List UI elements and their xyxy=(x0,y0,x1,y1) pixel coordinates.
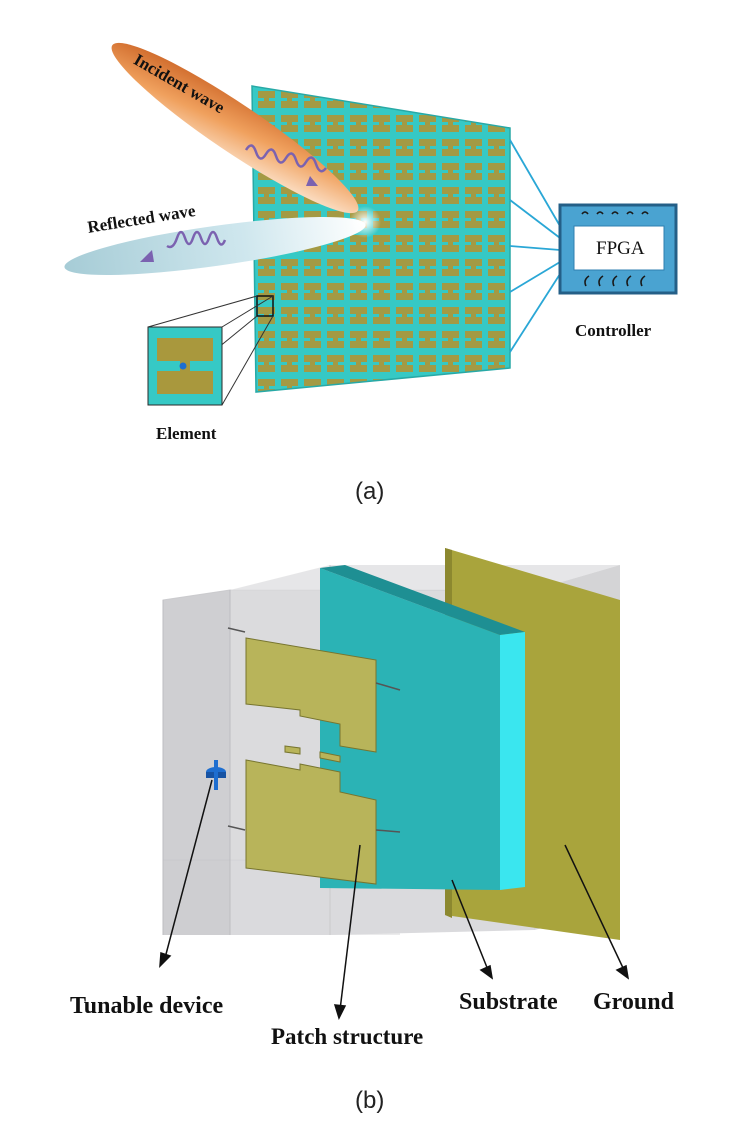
impact-glow xyxy=(349,206,381,238)
tunable-device-label: Tunable device xyxy=(70,993,224,1019)
reflected-wave-arrow xyxy=(140,230,227,262)
fpga-chip-label: FPGA xyxy=(596,238,645,259)
patch-structure-label: Patch structure xyxy=(271,1024,424,1049)
caption-a: (a) xyxy=(355,478,385,505)
caption-b: (b) xyxy=(355,1087,385,1114)
element-label: Element xyxy=(156,424,217,443)
element-zoom xyxy=(147,295,274,406)
controller-label: Controller xyxy=(575,321,652,340)
incident-beam xyxy=(111,42,359,214)
substrate-label: Substrate xyxy=(459,989,558,1015)
reflected-beam xyxy=(64,217,366,275)
ground-label: Ground xyxy=(593,989,674,1015)
controller-box xyxy=(558,203,678,295)
controller-wiring xyxy=(509,139,561,353)
incident-wave-arrow xyxy=(244,144,327,186)
